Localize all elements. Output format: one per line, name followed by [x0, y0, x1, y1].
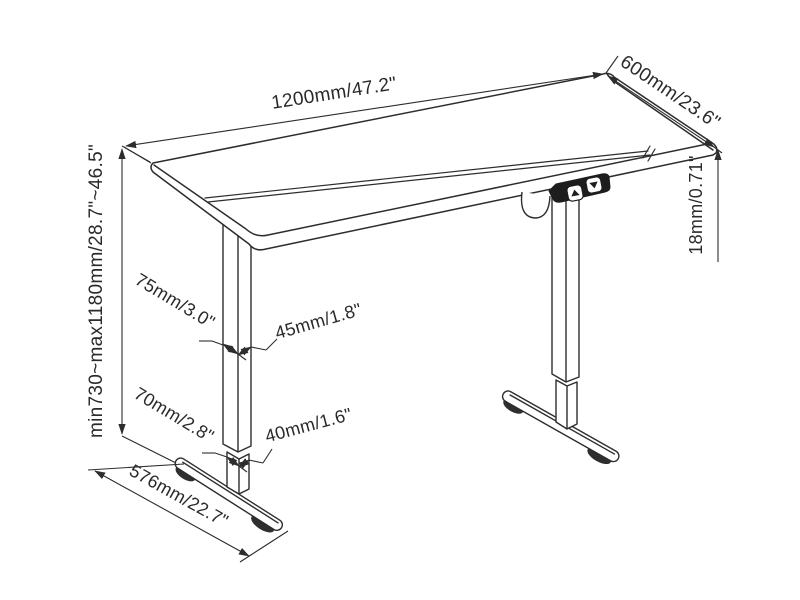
dim-upper-column-side: [237, 338, 278, 356]
arrow-up-icon: [571, 189, 580, 197]
dim-height-range: [118, 145, 177, 464]
control-button-up: [566, 184, 584, 202]
desktop-seam: [204, 145, 656, 203]
dim-lower-column-side: [238, 448, 273, 469]
upper-column-front-label: 75mm/3.0": [132, 269, 219, 332]
dim-foot-length: [87, 463, 289, 563]
right-leg: [551, 167, 580, 430]
right-foot: [501, 390, 620, 465]
lower-column-front-label: 70mm/2.8": [131, 383, 218, 446]
upper-column-side-label: 45mm/1.8": [273, 299, 364, 343]
desktop-thickness-label: 18mm/0.71": [686, 155, 706, 254]
desktop-top-edges: [153, 142, 713, 237]
height-range-label: min730~max1180mm/28.7"~46.5": [86, 144, 107, 438]
control-pad: [548, 173, 611, 203]
cable-bracket: [520, 191, 551, 219]
dimension-lines: [87, 55, 723, 563]
control-button-down: [585, 176, 603, 194]
left-leg-lower-column: [226, 451, 250, 495]
arrow-down-icon: [589, 181, 598, 189]
lower-column-side-label: 40mm/1.6": [263, 404, 354, 446]
